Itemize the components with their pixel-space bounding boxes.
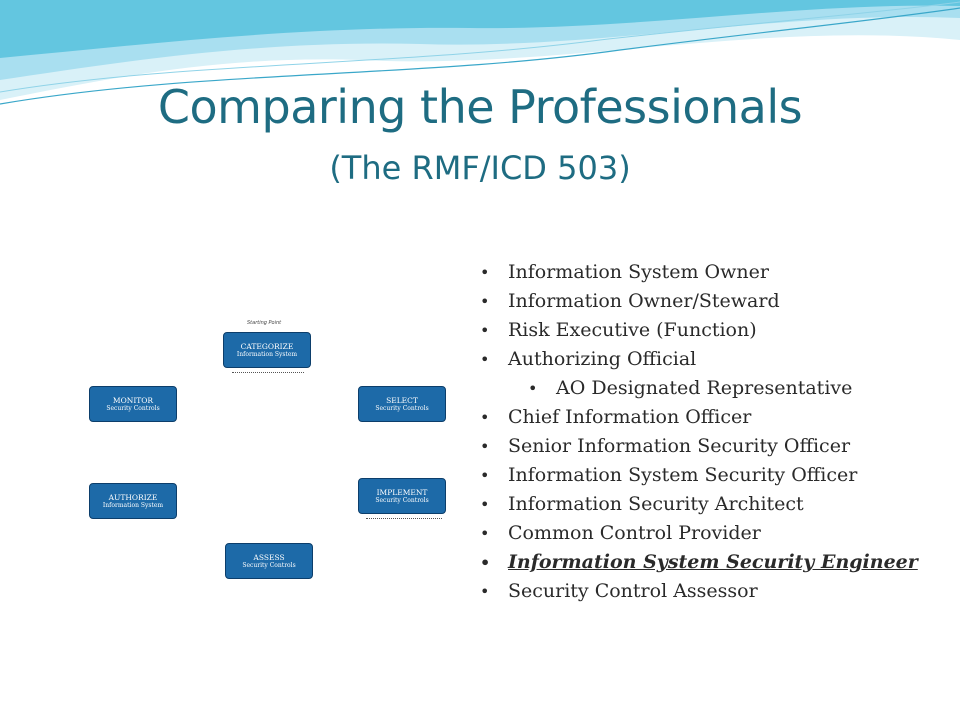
slide-subtitle: (The RMF/ICD 503) — [0, 146, 960, 190]
rmf-step-title: CATEGORIZE — [240, 341, 294, 351]
role-item: Common Control Provider — [480, 519, 950, 548]
rmf-step-subtitle: Security Controls — [375, 496, 429, 504]
rmf-step-subtitle: Information System — [102, 501, 164, 509]
role-item: Information System Owner — [480, 258, 950, 287]
role-item: Senior Information Security Officer — [480, 432, 950, 461]
rmf-step-title: ASSESS — [253, 552, 285, 562]
role-subitem: AO Designated Representative — [480, 374, 950, 403]
rmf-step-title: MONITOR — [112, 395, 154, 405]
role-item: Information Security Architect — [480, 490, 950, 519]
slide-title: Comparing the Professionals — [157, 80, 803, 134]
role-item: Authorizing Official — [480, 345, 950, 374]
rmf-step-title: IMPLEMENT — [376, 487, 428, 497]
rmf-step-monitor: MONITOR Security Controls — [89, 386, 177, 422]
rmf-step-implement: IMPLEMENT Security Controls — [358, 478, 446, 514]
slide-subtitle-text: (The RMF/ICD 503) — [329, 149, 631, 187]
rmf-step-subtitle: Security Controls — [106, 404, 160, 412]
role-item: Chief Information Officer — [480, 403, 950, 432]
role-item: Risk Executive (Function) — [480, 316, 950, 345]
rmf-step-subtitle: Security Controls — [242, 561, 296, 569]
implement-note-line — [366, 518, 442, 521]
rmf-step-subtitle: Security Controls — [375, 404, 429, 412]
role-item: Security Control Assessor — [480, 577, 950, 606]
rmf-step-title: AUTHORIZE — [108, 492, 158, 502]
rmf-step-assess: ASSESS Security Controls — [225, 543, 313, 579]
rmf-step-title: SELECT — [386, 395, 418, 405]
role-item-highlighted: Information System Security Engineer — [480, 548, 950, 577]
rmf-cycle-diagram: Starting Point CATEGORIZE Information Sy… — [70, 300, 470, 600]
rmf-step-select: SELECT Security Controls — [358, 386, 446, 422]
rmf-step-authorize: AUTHORIZE Information System — [89, 483, 177, 519]
categorize-note-line — [232, 372, 304, 375]
role-item: Information Owner/Steward — [480, 287, 950, 316]
role-item: Information System Security Officer — [480, 461, 950, 490]
rmf-step-subtitle: Information System — [236, 350, 298, 358]
starting-point-label: Starting Point — [247, 320, 282, 326]
roles-list: Information System Owner Information Own… — [480, 258, 950, 606]
header-wave-decoration — [0, 0, 960, 105]
rmf-step-categorize: CATEGORIZE Information System — [223, 332, 311, 368]
